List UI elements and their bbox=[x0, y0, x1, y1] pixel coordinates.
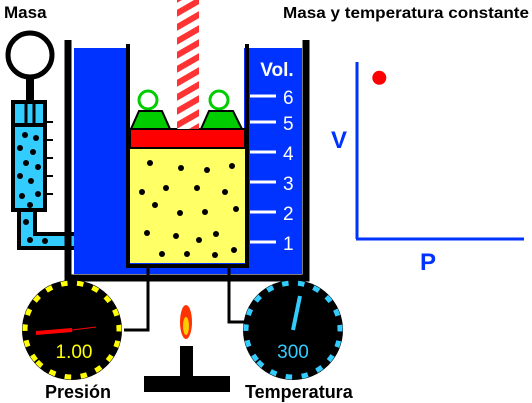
volume-scale-title: Vol. bbox=[260, 60, 293, 81]
piston-weights bbox=[129, 89, 244, 130]
manometer-gas-particles bbox=[17, 132, 41, 208]
pv-points bbox=[372, 70, 387, 85]
volume-tick-5: 5 bbox=[283, 114, 294, 135]
y-axis-label: V bbox=[331, 127, 347, 154]
title-label: Masa y temperatura constante bbox=[283, 5, 529, 22]
manometer-bulb bbox=[5, 30, 55, 80]
pressure-value: 1.00 bbox=[56, 342, 93, 363]
volume-tick-4: 4 bbox=[283, 144, 294, 165]
bunsen-burner bbox=[144, 305, 230, 392]
temperature-gauge: 300 bbox=[243, 280, 343, 380]
mass-label: Masa bbox=[4, 3, 47, 22]
volume-tick-3: 3 bbox=[283, 174, 294, 195]
piston-rod bbox=[177, 0, 199, 129]
gas-particles bbox=[139, 160, 239, 258]
volume-tick-6: 6 bbox=[283, 88, 294, 109]
temperature-needle bbox=[291, 295, 302, 331]
volume-tick-1: 1 bbox=[283, 234, 294, 255]
manometer-stem bbox=[26, 76, 34, 104]
pv-point bbox=[372, 70, 387, 85]
gas-cylinder bbox=[126, 0, 249, 268]
temperature-label: Temperatura bbox=[245, 382, 354, 402]
temperature-value: 300 bbox=[277, 342, 309, 363]
volume-tick-2: 2 bbox=[283, 204, 294, 225]
pressure-label: Presión bbox=[45, 382, 111, 402]
x-axis-label: P bbox=[420, 249, 436, 276]
volume-scale: Vol. 1 2 3 4 5 6 bbox=[250, 60, 294, 255]
gas-region bbox=[130, 147, 245, 263]
bath-walls bbox=[64, 40, 310, 282]
pressure-needle bbox=[35, 328, 73, 335]
pv-chart: V P bbox=[331, 62, 524, 276]
manometer-ticks bbox=[45, 121, 53, 195]
pressure-gauge: 1.00 bbox=[22, 280, 122, 380]
piston bbox=[129, 128, 246, 149]
